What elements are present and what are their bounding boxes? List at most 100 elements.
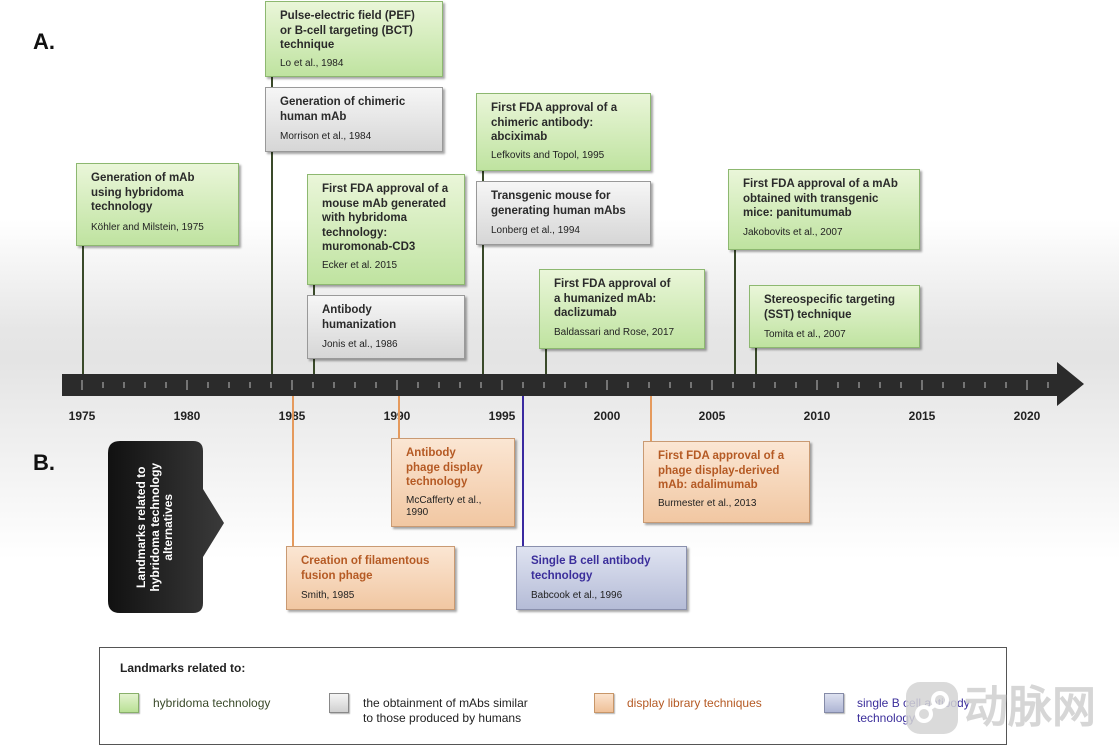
event-pef-title-3: technique bbox=[280, 39, 335, 51]
year-label-1990: 1990 bbox=[383, 409, 411, 423]
event-muromonab-citation: Ecker et al. 2015 bbox=[322, 259, 398, 271]
event-panitumumab-title-1: First FDA approval of a mAb bbox=[743, 178, 898, 190]
connector-single-b bbox=[522, 396, 524, 603]
event-daclizumab-title-2: a humanized mAb: bbox=[554, 292, 657, 305]
event-kohler-title-2: using hybridoma bbox=[91, 186, 184, 199]
year-label-2000: 2000 bbox=[593, 409, 621, 423]
event-daclizumab-citation: Baldassari and Rose, 2017 bbox=[554, 326, 675, 338]
event-abciximab-title-2: chimeric antibody: bbox=[491, 116, 594, 129]
legend-text-single-b-cell: single B cell antibody technology bbox=[857, 696, 970, 726]
legend-title: Landmarks related to: bbox=[120, 661, 246, 675]
legend-text-display-library-line-1: display library techniques bbox=[627, 696, 762, 710]
event-pef-title-2: or B-cell targeting (BCT) bbox=[280, 24, 413, 37]
event-muromonab-title-5: muromonab-CD3 bbox=[322, 241, 416, 253]
event-abciximab-title-1: First FDA approval of a bbox=[491, 102, 618, 114]
legend-swatch-hybridoma bbox=[119, 693, 139, 713]
event-sst-title-1: Stereospecific targeting bbox=[764, 294, 896, 306]
legend-text-human-like-line-1: the obtainment of mAbs similar bbox=[363, 696, 528, 710]
event-kohler-title-1: Generation of mAb bbox=[91, 172, 195, 184]
event-phage-display-title-3: technology bbox=[406, 476, 468, 488]
event-pef-1984: Pulse-electric field (PEF) or B-cell tar… bbox=[265, 1, 443, 77]
connector-panitumumab bbox=[734, 172, 736, 374]
event-adalimumab-2002: First FDA approval of a phage display-de… bbox=[643, 441, 810, 523]
event-sst-citation: Tomita et al., 2007 bbox=[764, 329, 846, 340]
year-label-2005: 2005 bbox=[698, 409, 726, 423]
event-transgenic-title-2: generating human mAbs bbox=[491, 204, 626, 217]
event-single-b-1996: Single B cell antibody technology Babcoo… bbox=[516, 546, 687, 610]
event-adalimumab-title-3: mAb: adalimumab bbox=[658, 479, 758, 491]
event-pef-citation: Lo et al., 1984 bbox=[280, 57, 344, 69]
event-transgenic-title-1: Transgenic mouse for bbox=[491, 190, 611, 202]
event-kohler-title-3: technology bbox=[91, 201, 153, 213]
year-label-1985: 1985 bbox=[272, 409, 312, 423]
event-phage-display-title-1: Antibody bbox=[406, 447, 456, 459]
connector-filamentous bbox=[292, 396, 294, 601]
event-muromonab-title-2: mouse mAb generated bbox=[322, 197, 446, 210]
event-transgenic-citation: Lonberg et al., 1994 bbox=[491, 225, 580, 236]
event-sst-title-2: (SST) technique bbox=[764, 308, 852, 321]
legend-swatch-display-library bbox=[594, 693, 614, 713]
event-abciximab-1994: First FDA approval of a chimeric antibod… bbox=[476, 93, 651, 171]
event-filamentous-citation: Smith, 1985 bbox=[301, 590, 355, 601]
connector-kohler bbox=[82, 172, 84, 374]
event-adalimumab-title-2: phage display-derived bbox=[658, 464, 780, 477]
event-humanization-1986: Antibody humanization Jonis et al., 1986 bbox=[307, 295, 465, 359]
event-chimeric-title-1: Generation of chimeric bbox=[280, 96, 406, 108]
event-sst-2007: Stereospecific targeting (SST) technique… bbox=[749, 285, 920, 348]
event-muromonab-title-4: technology: bbox=[322, 226, 388, 239]
event-adalimumab-title-1: First FDA approval of a bbox=[658, 450, 785, 462]
event-muromonab-title-3: with hybridoma bbox=[322, 212, 407, 224]
event-phage-display-title-2: phage display bbox=[406, 461, 483, 474]
event-daclizumab-title-1: First FDA approval of bbox=[554, 278, 671, 290]
event-chimeric-1984: Generation of chimeric human mAb Morriso… bbox=[265, 87, 443, 152]
legend-swatch-human-like bbox=[329, 693, 349, 713]
section-b-label: B. bbox=[33, 450, 55, 475]
year-label-2010: 2010 bbox=[803, 409, 831, 423]
event-filamentous-title-2: fusion phage bbox=[301, 569, 373, 582]
year-label-1980: 1980 bbox=[173, 409, 201, 423]
event-muromonab-1986: First FDA approval of a mouse mAb genera… bbox=[307, 174, 465, 285]
event-chimeric-title-2: human mAb bbox=[280, 110, 347, 123]
event-filamentous-1985: Creation of filamentous fusion phage Smi… bbox=[286, 546, 455, 610]
event-kohler-citation: Köhler and Milstein, 1975 bbox=[91, 221, 204, 233]
event-filamentous-title-1: Creation of filamentous bbox=[301, 555, 430, 567]
event-humanization-title-2: humanization bbox=[322, 318, 397, 331]
alternatives-side-tab bbox=[108, 441, 224, 613]
event-phage-display-citation-1: McCafferty et al., bbox=[406, 494, 482, 506]
year-label-1995: 1995 bbox=[488, 409, 516, 423]
event-single-b-title-2: technology bbox=[531, 569, 593, 582]
event-panitumumab-2006: First FDA approval of a mAb obtained wit… bbox=[728, 169, 920, 250]
event-phage-display-citation-2: 1990 bbox=[406, 507, 429, 518]
event-humanization-title-1: Antibody bbox=[322, 304, 372, 316]
section-a-label: A. bbox=[33, 29, 55, 54]
side-tab-label: Landmarks related to hybridoma technolog… bbox=[108, 441, 203, 613]
event-panitumumab-citation: Jakobovits et al., 2007 bbox=[743, 226, 843, 238]
event-single-b-citation: Babcook et al., 1996 bbox=[531, 590, 623, 601]
event-abciximab-title-3: abciximab bbox=[491, 131, 548, 143]
legend-text-hybridoma-line-1: hybridoma technology bbox=[153, 696, 271, 710]
legend-swatch-single-b-cell bbox=[824, 693, 844, 713]
side-tab-line-3: alternatives bbox=[161, 493, 176, 561]
year-label-1975: 1975 bbox=[68, 409, 96, 423]
timeline-ticks bbox=[81, 380, 1049, 390]
event-panitumumab-title-2: obtained with transgenic bbox=[743, 192, 879, 205]
event-transgenic-1994: Transgenic mouse for generating human mA… bbox=[476, 181, 651, 245]
year-label-2020: 2020 bbox=[1013, 409, 1041, 423]
event-pef-title-1: Pulse-electric field (PEF) bbox=[280, 10, 415, 22]
legend-text-single-b-cell-line-1: single B cell antibody bbox=[857, 696, 970, 710]
event-daclizumab-title-3: daclizumab bbox=[554, 307, 617, 319]
legend-text-human-like-line-2: to those produced by humans bbox=[363, 711, 522, 725]
legend-text-human-like: the obtainment of mAbs similar to those … bbox=[363, 696, 528, 726]
event-single-b-title-1: Single B cell antibody bbox=[531, 555, 651, 567]
legend-text-display-library: display library techniques bbox=[627, 696, 762, 711]
event-phage-display-1990: Antibody phage display technology McCaff… bbox=[391, 438, 515, 527]
event-adalimumab-citation: Burmester et al., 2013 bbox=[658, 497, 757, 509]
legend-text-hybridoma: hybridoma technology bbox=[153, 696, 270, 711]
side-tab-line-1: Landmarks related to bbox=[134, 466, 149, 588]
legend: Landmarks related to: hybridoma technolo… bbox=[99, 647, 1007, 745]
connector-pef bbox=[271, 7, 273, 374]
event-abciximab-citation: Lefkovits and Topol, 1995 bbox=[491, 149, 605, 161]
event-chimeric-citation: Morrison et al., 1984 bbox=[280, 131, 372, 142]
event-kohler-1975: Generation of mAb using hybridoma techno… bbox=[76, 163, 239, 246]
